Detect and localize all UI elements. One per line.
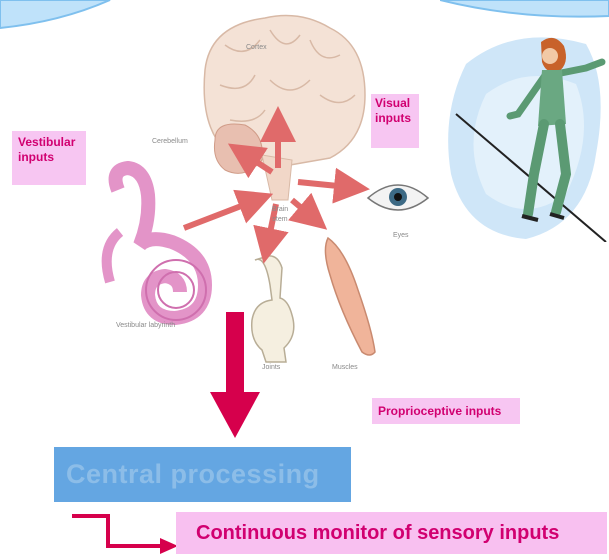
- vestibular-inputs-label: Vestibular inputs: [12, 131, 86, 185]
- brain-shape: [204, 16, 365, 200]
- arrow-stem-to-eyes: [298, 182, 358, 188]
- proprioceptive-inputs-label: Proprioceptive inputs: [372, 398, 520, 424]
- elbow-arrow: [70, 502, 180, 560]
- label-muscles: Muscles: [332, 364, 358, 371]
- continuous-monitor-box: Continuous monitor of sensory inputs: [176, 512, 607, 554]
- label-cortex: Cortex: [246, 44, 267, 51]
- label-cerebellum: Cerebellum: [152, 138, 188, 145]
- visual-inputs-label: Visual inputs: [371, 94, 419, 148]
- arrow-labyrinth-to-stem: [184, 198, 262, 228]
- label-joints: Joints: [262, 364, 280, 371]
- arrow-muscles-to-stem: [292, 200, 318, 222]
- central-processing-box: Central processing: [54, 447, 351, 502]
- vestibular-labyrinth-shape: [107, 168, 206, 320]
- down-arrow: [210, 312, 260, 440]
- label-eyes: Eyes: [393, 232, 409, 239]
- label-brain-stem: Brain stem: [266, 205, 294, 225]
- eye-shape: [368, 185, 428, 210]
- label-vestibular-labyrinth: Vestibular labyrinth: [116, 322, 175, 329]
- anatomy-illustration: [0, 0, 609, 440]
- muscle-shape: [325, 238, 375, 355]
